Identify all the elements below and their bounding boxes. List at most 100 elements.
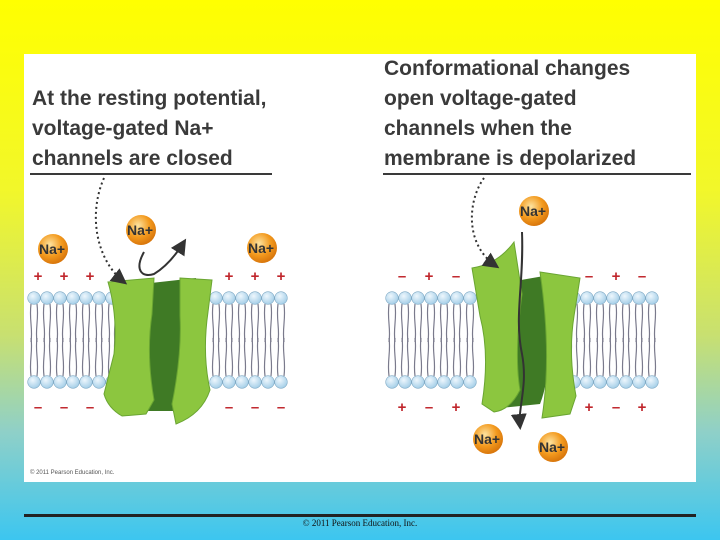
phospholipid-head [261, 291, 275, 305]
lipid-tail [35, 303, 39, 343]
right-heading-underline [383, 173, 691, 175]
lipid-tail [634, 337, 638, 377]
ion-label: Na+ [248, 240, 274, 256]
lipid-tail [74, 303, 78, 343]
lipid-tail [29, 337, 33, 377]
lipid-tail [263, 303, 267, 343]
phospholipid-head [632, 291, 646, 305]
membrane-charge: + [251, 268, 260, 285]
lipid-tail [269, 337, 273, 377]
heading-line: channels are closed [32, 147, 233, 170]
phospholipid-head [437, 375, 451, 389]
phospholipid-head [235, 375, 249, 389]
lipid-tail [400, 337, 404, 377]
sodium-ion: Na+ [126, 215, 156, 245]
lipid-tail [601, 303, 605, 343]
phospholipid-head [398, 291, 412, 305]
lipid-tail [419, 303, 423, 343]
lipid-tail [237, 337, 241, 377]
phospholipid-head [385, 375, 399, 389]
ion-label: Na+ [539, 439, 565, 455]
phospholipid-head [261, 375, 275, 389]
phospholipid-head [450, 291, 464, 305]
lipid-tail [48, 337, 52, 377]
lipid-tail [61, 337, 65, 377]
ion-sphere [126, 215, 156, 245]
lipid-tail [413, 303, 417, 343]
lipid-tail [42, 337, 46, 377]
lipid-tail [588, 303, 592, 343]
lipid-tail [211, 303, 215, 343]
sodium-ion: Na+ [38, 234, 68, 264]
left-heading-underline [30, 173, 272, 175]
phospholipid-head [593, 291, 607, 305]
lipid-tail [217, 303, 221, 343]
phospholipid-head [248, 291, 262, 305]
lipid-tail [627, 337, 631, 377]
phospholipid-head [580, 291, 594, 305]
sodium-ion: Na+ [473, 424, 503, 454]
lipid-tail [432, 303, 436, 343]
ion-label: Na+ [520, 203, 546, 219]
lipid-tail [465, 337, 469, 377]
lipid-tail [640, 303, 644, 343]
lipid-tail [439, 337, 443, 377]
phospholipid-head [619, 291, 633, 305]
lipid-tail [413, 337, 417, 377]
phospholipid-head [593, 375, 607, 389]
membrane-charge: + [425, 268, 434, 285]
phospholipid-head [222, 375, 236, 389]
phospholipid-head [606, 291, 620, 305]
membrane-charge: + [86, 268, 95, 285]
phospholipid-head [92, 375, 106, 389]
lipid-tail [243, 303, 247, 343]
lipid-tail [582, 337, 586, 377]
membrane-charge: – [60, 399, 68, 416]
lipid-tail [250, 303, 254, 343]
lipid-tail [621, 337, 625, 377]
lipid-tail [61, 303, 65, 343]
lipid-tail [575, 337, 579, 377]
lipid-tail [211, 337, 215, 377]
lipid-tail [575, 303, 579, 343]
phospholipid-head [92, 291, 106, 305]
ion-label: Na+ [39, 241, 65, 257]
lipid-tail [406, 303, 410, 343]
lipid-tail [432, 337, 436, 377]
lipid-tail [653, 303, 657, 343]
lipid-tail [582, 303, 586, 343]
phospholipid-head [645, 291, 659, 305]
resting-potential-heading: At the resting potential, voltage-gated … [32, 84, 352, 174]
phospholipid-head [53, 291, 67, 305]
lipid-tail [48, 303, 52, 343]
lipid-tail [282, 337, 286, 377]
phospholipid-head [209, 375, 223, 389]
phospholipid-head [53, 375, 67, 389]
phospholipid-head [248, 375, 262, 389]
lipid-tail [393, 303, 397, 343]
lipid-tail [81, 303, 85, 343]
lipid-tail [608, 303, 612, 343]
membrane-charge: – [612, 399, 620, 416]
ion-sphere [519, 196, 549, 226]
membrane-charge: – [251, 399, 259, 416]
lipid-tail [107, 303, 111, 343]
heading-line: channels when the [384, 117, 572, 140]
lipid-tail [471, 303, 475, 343]
membrane-charge: – [398, 268, 406, 285]
phospholipid-head [79, 375, 93, 389]
phospholipid-head [437, 291, 451, 305]
phospholipid-head [411, 291, 425, 305]
lipid-tail [224, 337, 228, 377]
membrane-charge: + [34, 268, 43, 285]
dotted-arrow [94, 177, 128, 285]
phospholipid-head [398, 375, 412, 389]
phospholipid-head [40, 375, 54, 389]
phospholipid-head [235, 291, 249, 305]
ion-sphere [247, 233, 277, 263]
membrane-charge: + [225, 268, 234, 285]
membrane-charge: + [585, 399, 594, 416]
lipid-tail [230, 337, 234, 377]
ion-sphere [538, 432, 568, 462]
lipid-tail [445, 337, 449, 377]
